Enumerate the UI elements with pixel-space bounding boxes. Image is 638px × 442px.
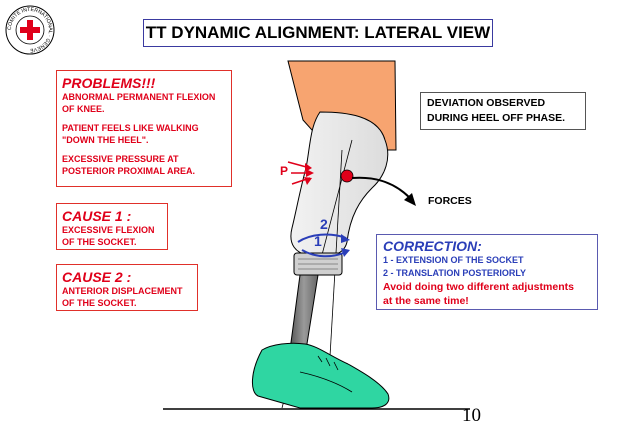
arrowhead-icon [404,193,416,206]
page-title: TT DYNAMIC ALIGNMENT: LATERAL VIEW [143,19,493,47]
problem-line: ABNORMAL PERMANENT FLEXION [62,92,216,102]
pressure-label: P [280,164,289,178]
rotation-label-1: 1 [314,233,322,249]
knee-pivot-point [340,169,354,183]
cause1-line: EXCESSIVE FLEXION [62,225,155,235]
deviation-line: DEVIATION OBSERVED [427,97,546,109]
cause1-line: OF THE SOCKET. [62,237,137,247]
problem-line: POSTERIOR PROXIMAL AREA. [62,166,196,176]
correction-item: 1 - EXTENSION OF THE SOCKET [383,255,524,265]
correction-item: 2 - TRANSLATION POSTERIORLY [383,268,527,278]
correction-heading: CORRECTION: [383,238,482,254]
cause2-heading: CAUSE 2 : [62,269,132,285]
deviation-line: DURING HEEL OFF PHASE. [427,112,566,124]
correction-warning: Avoid doing two different adjustments [383,281,574,293]
problem-line: PATIENT FEELS LIKE WALKING [62,123,199,133]
shoe [252,342,390,409]
problem-line: "DOWN THE HEEL". [62,135,149,145]
icrc-logo: COMITE INTERNATIONAL · GENEVE [5,5,55,55]
problem-line: EXCESSIVE PRESSURE AT [62,154,179,164]
correction-box: CORRECTION: 1 - EXTENSION OF THE SOCKET … [376,234,598,310]
socket [290,111,389,258]
cause1-heading: CAUSE 1 : [62,208,132,224]
problems-heading: PROBLEMS!!! [62,75,156,91]
red-cross-icon [20,20,40,40]
force-arrow [351,176,411,199]
problems-box: PROBLEMS!!! ABNORMAL PERMANENT FLEXION O… [56,70,232,187]
cause1-box: CAUSE 1 : EXCESSIVE FLEXION OF THE SOCKE… [56,203,168,250]
problem-line: OF KNEE. [62,104,105,114]
page-number: 10 [462,405,481,426]
correction-warning: at the same time! [383,295,469,307]
rotation-arrows [297,233,350,258]
deviation-box: DEVIATION OBSERVED DURING HEEL OFF PHASE… [420,92,586,130]
rotation-label-2: 2 [320,216,328,232]
cause2-line: ANTERIOR DISPLACEMENT [62,286,183,296]
pylon [289,274,319,351]
cause2-box: CAUSE 2 : ANTERIOR DISPLACEMENT OF THE S… [56,264,198,311]
cause2-line: OF THE SOCKET. [62,298,137,308]
forces-label: FORCES [428,195,472,207]
pressure-arrows [287,161,314,185]
